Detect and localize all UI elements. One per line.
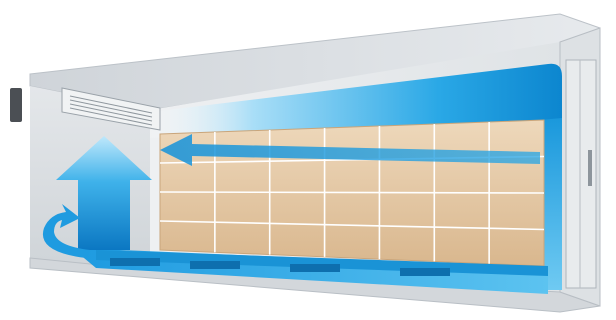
fan-motor [10, 88, 22, 122]
box-row-seam [160, 192, 544, 193]
door-handle [588, 150, 592, 186]
pallet-slot [400, 268, 450, 276]
pallet-slot [190, 261, 240, 269]
pallet-slot [110, 258, 160, 266]
pallet-stack [160, 120, 544, 266]
pallet-slot [290, 264, 340, 272]
